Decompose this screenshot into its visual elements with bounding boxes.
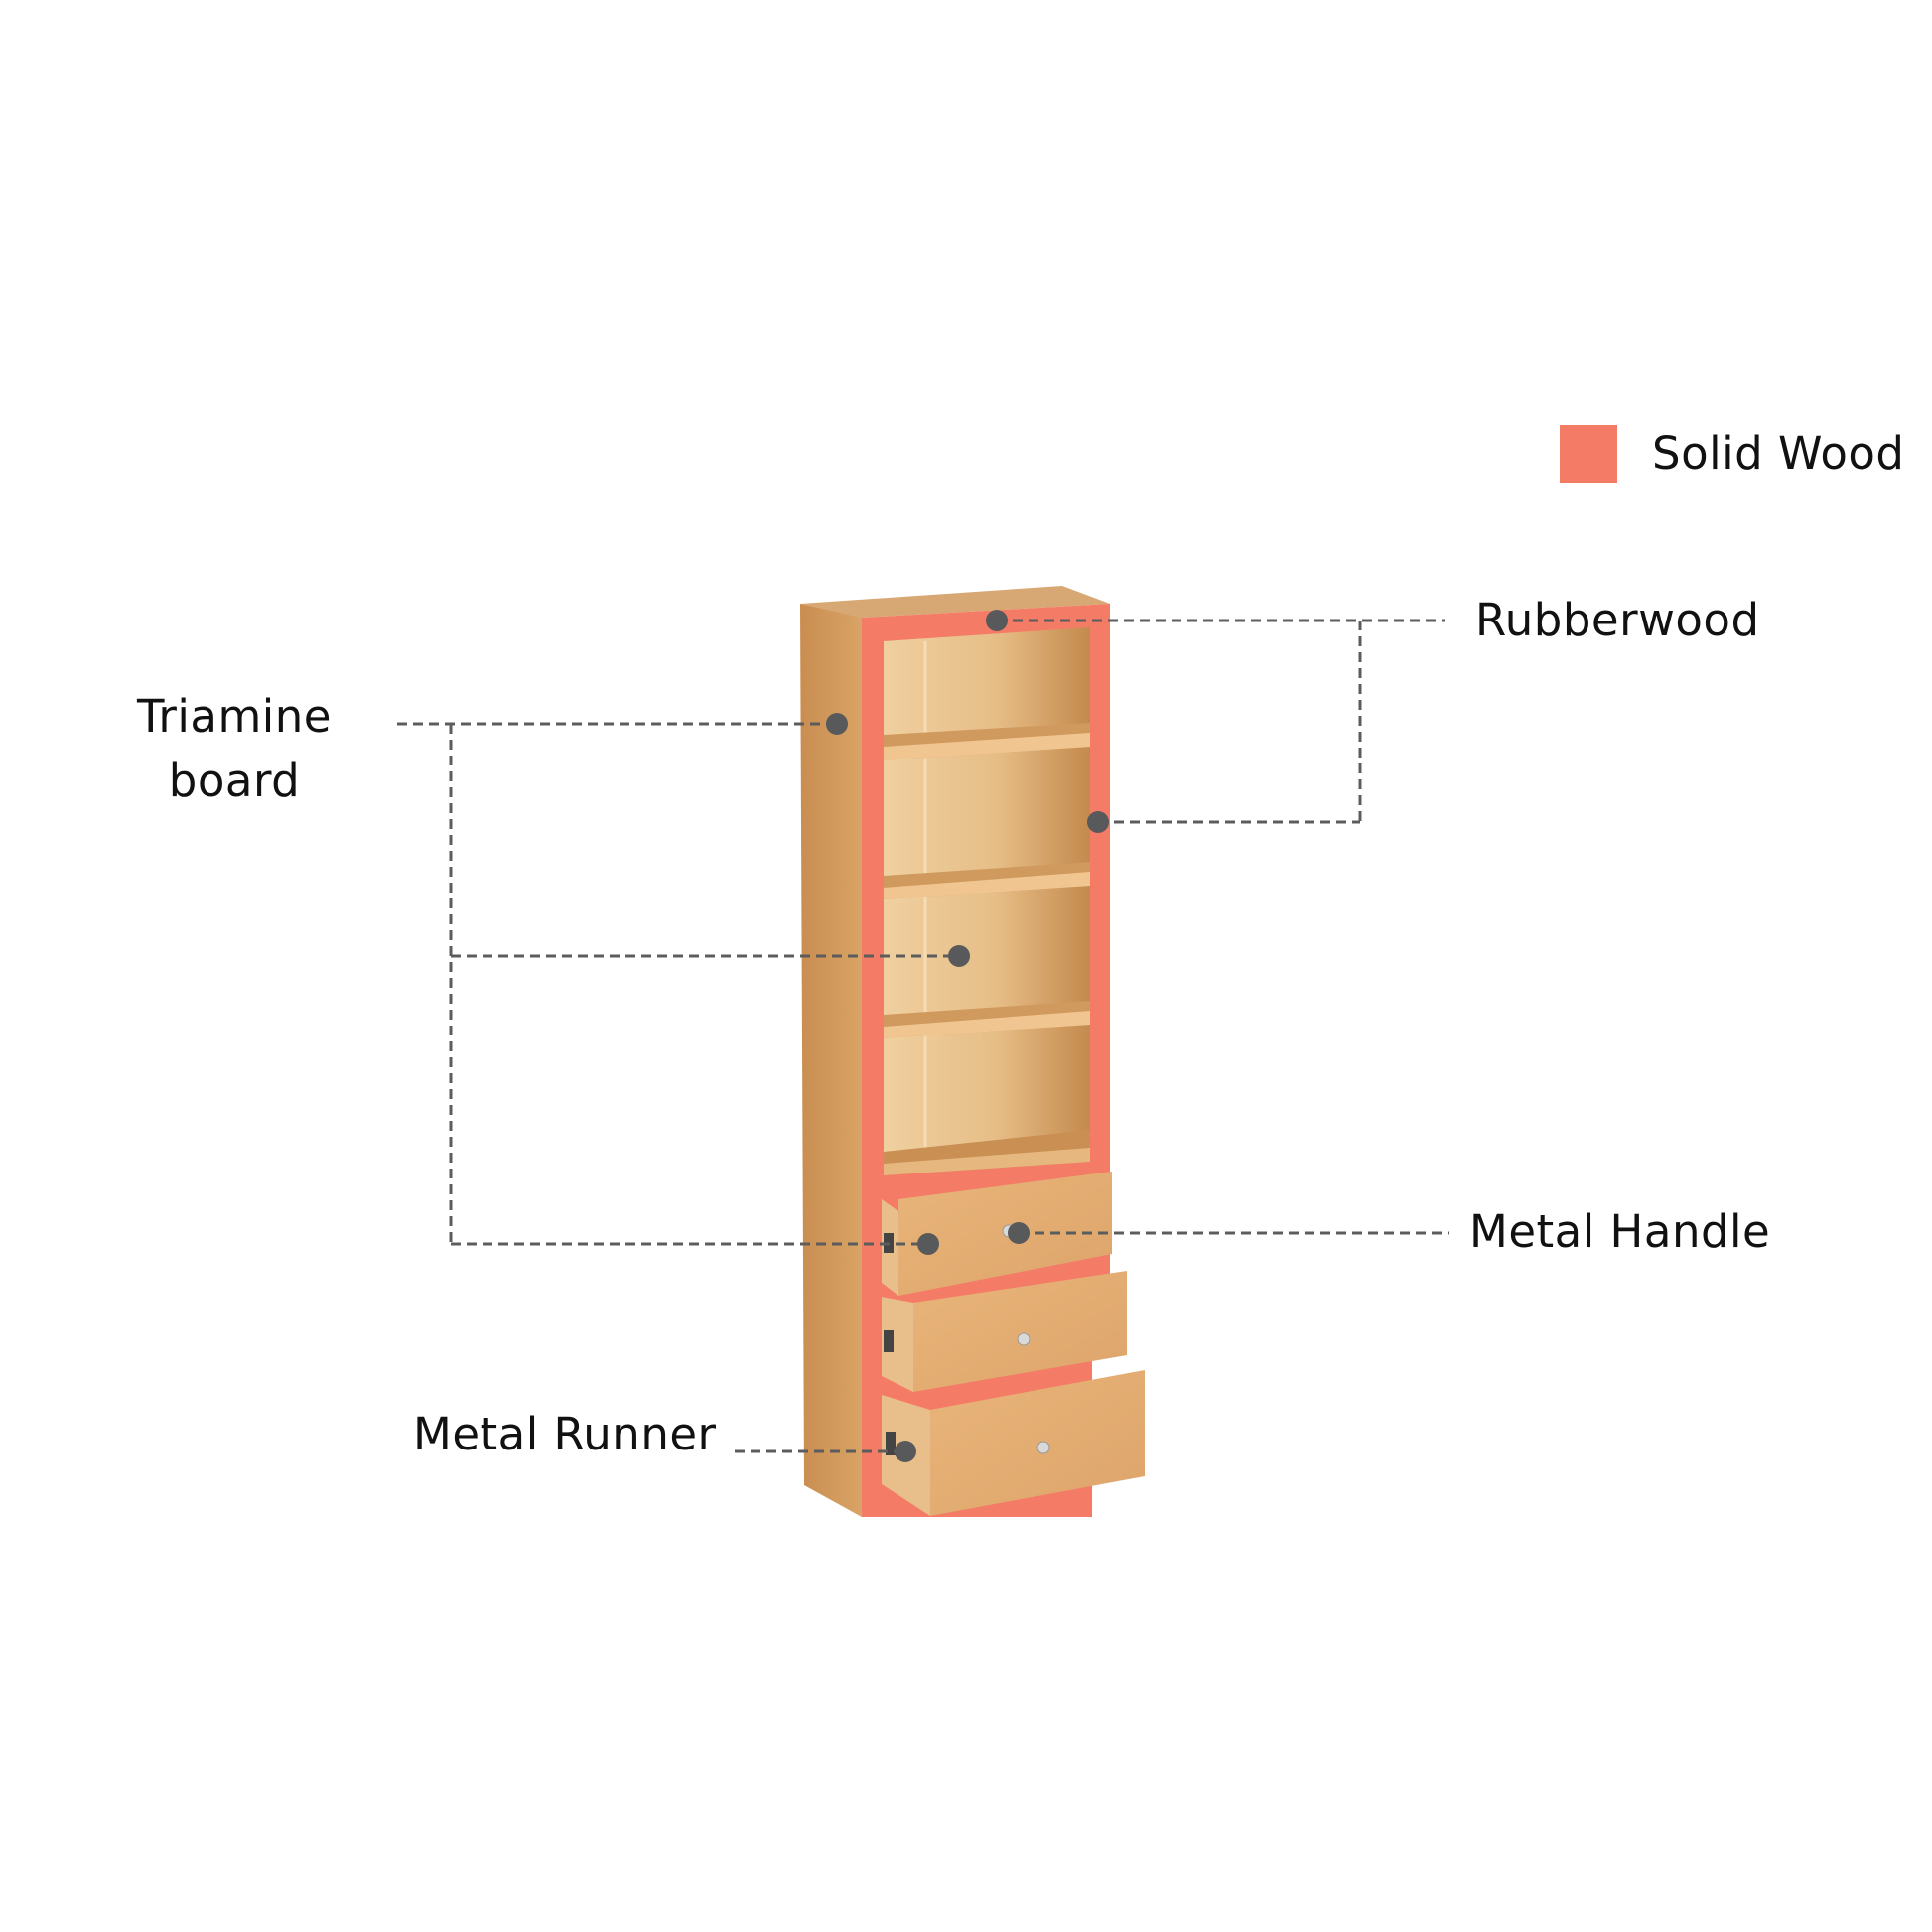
callout-lines	[397, 619, 1449, 1453]
interior-back	[884, 627, 1090, 1172]
dot-metal-runner	[895, 1441, 916, 1462]
label-triamine-line1: Triamine	[137, 690, 332, 743]
shelf-3	[884, 1001, 1090, 1038]
left-side-panel	[800, 604, 862, 1517]
handle-drawer-2	[1017, 1332, 1031, 1346]
callout-dots	[826, 610, 1109, 1462]
label-metal-runner: Metal Runner	[413, 1408, 717, 1460]
label-rubberwood: Rubberwood	[1475, 594, 1760, 646]
label-triamine-line2: board	[168, 755, 301, 807]
shelves	[884, 723, 1090, 1175]
dot-rubberwood-top	[986, 610, 1008, 631]
top-panel	[800, 586, 1110, 618]
dot-triamine-side	[826, 713, 848, 735]
legend-label-solid-wood: Solid Wood	[1652, 427, 1905, 480]
dot-triamine-drawer	[917, 1233, 939, 1255]
label-metal-handle: Metal Handle	[1469, 1205, 1771, 1258]
shelf-4	[884, 1130, 1090, 1175]
shelf-2	[884, 862, 1090, 899]
dot-metal-handle	[1008, 1222, 1030, 1244]
legend-swatch-solid-wood	[1560, 425, 1617, 483]
dot-triamine-back	[948, 945, 970, 967]
drawer-2[interactable]	[882, 1271, 1127, 1392]
dot-rubberwood-side	[1087, 811, 1109, 833]
handle-drawer-3	[1036, 1441, 1050, 1454]
shelf-1	[884, 723, 1090, 760]
